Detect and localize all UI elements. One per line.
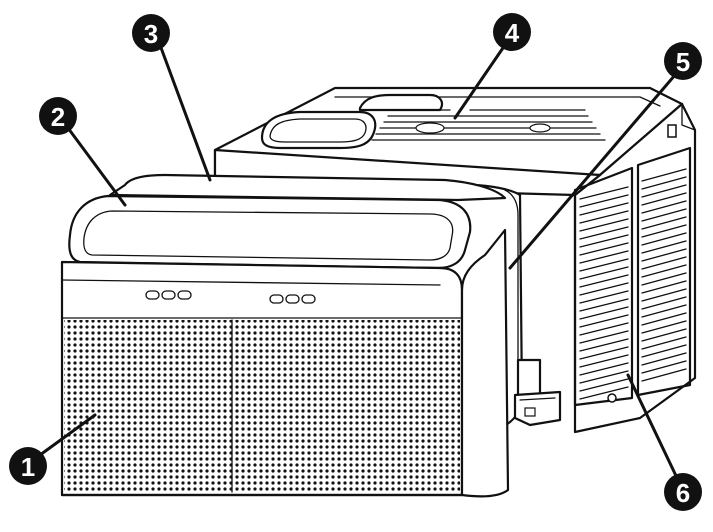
callout-label-3: 3 xyxy=(144,19,158,49)
callout-2: 2 xyxy=(39,97,77,135)
callout-label-1: 1 xyxy=(21,452,35,482)
callout-label-4: 4 xyxy=(505,18,520,48)
callout-label-2: 2 xyxy=(51,102,65,132)
control-buttons-left xyxy=(145,290,192,300)
callout-4: 4 xyxy=(493,13,531,51)
control-buttons-right xyxy=(269,294,316,304)
callout-1: 1 xyxy=(9,447,47,485)
callout-label-5: 5 xyxy=(676,47,690,77)
front-intake-grille xyxy=(64,320,460,492)
top-vent-grille xyxy=(371,109,606,141)
callout-3: 3 xyxy=(132,14,170,52)
leader-lines xyxy=(38,43,680,482)
side-louvers xyxy=(573,124,692,407)
callout-6: 6 xyxy=(664,473,702,511)
callout-5: 5 xyxy=(664,42,702,80)
front-unit xyxy=(60,173,510,498)
callout-label-6: 6 xyxy=(676,478,690,508)
